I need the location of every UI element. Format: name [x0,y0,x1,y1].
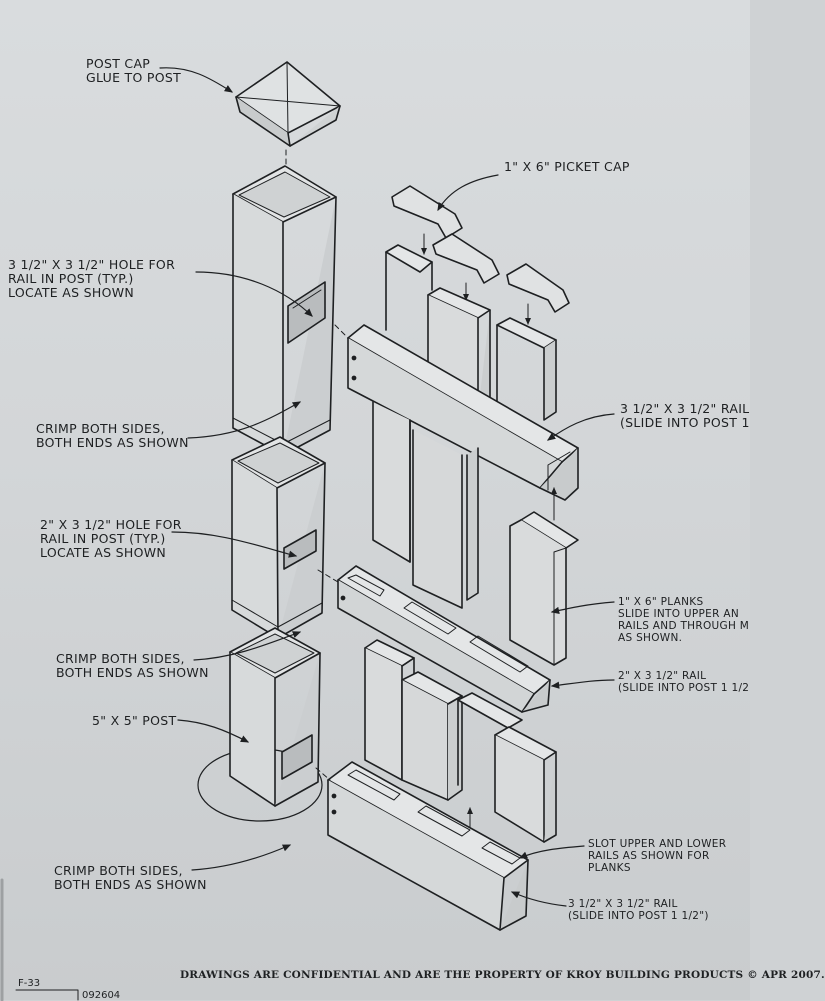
rail-lower [327,761,529,931]
planks-lower [364,639,557,843]
label-line: 3 1/2" X 3 1/2" RAIL [568,898,678,910]
post-section-middle [231,436,326,639]
label-line: RAIL IN POST (TYP.) [40,531,166,546]
label-picket-cap: 1" X 6" PICKET CAP [504,160,630,174]
picket-caps [391,185,570,313]
confidential-notice: DRAWINGS ARE CONFIDENTIAL AND ARE THE PR… [180,969,825,981]
label-line: LOCATE AS SHOWN [40,545,167,560]
label-line: BOTH ENDS AS SHOWN [56,665,209,680]
label-line: (SLIDE INTO POST 1 1/2") [568,910,709,922]
label-line: LOCATE AS SHOWN [8,285,135,300]
label-post: 5" X 5" POST [92,714,176,728]
label-line: GLUE TO POST [86,70,182,85]
label-hole-middle: 2" X 3 1/2" HOLE FOR RAIL IN POST (TYP.)… [40,518,182,560]
label-line: SLOT UPPER AND LOWER [588,838,727,850]
label-planks: 1" X 6" PLANKS SLIDE INTO UPPER AN RAILS… [618,596,749,644]
label-rail-middle: 2" X 3 1/2" RAIL (SLIDE INTO POST 1 1/2 [618,670,749,694]
label-line: AS SHOWN. [618,632,683,644]
page-code: F-33 [18,978,41,989]
label-line: CRIMP BOTH SIDES, [36,421,165,436]
label-line: SLIDE INTO UPPER AN [618,608,739,620]
fence-assembly-drawing [0,61,615,1001]
label-line: 1" X 6" PICKET CAP [504,159,630,174]
label-line: 5" X 5" POST [92,713,177,728]
post-cap [235,61,341,147]
label-line: RAIL IN POST (TYP.) [8,271,134,286]
label-line: 2" X 3 1/2" HOLE FOR [40,517,182,532]
label-rail-lower: 3 1/2" X 3 1/2" RAIL (SLIDE INTO POST 1 … [568,898,709,922]
plank-loose [509,511,579,666]
label-rail-upper: 3 1/2" X 3 1/2" RAIL (SLIDE INTO POST 1 [620,402,750,430]
label-post-cap: POST CAP GLUE TO POST [86,57,181,85]
planks-middle [372,401,479,609]
label-line: BOTH ENDS AS SHOWN [36,435,189,450]
label-line: 2" X 3 1/2" RAIL [618,670,707,682]
label-line: PLANKS [588,862,631,874]
rail-middle [337,565,551,713]
label-line: POST CAP [86,56,151,71]
drawing-number: 092604 [82,990,121,1001]
label-line: RAILS AS SHOWN FOR [588,850,710,862]
leader-lines [159,67,615,907]
rail-upper [347,324,579,501]
label-line: 3 1/2" X 3 1/2" HOLE FOR [8,257,176,272]
label-crimp-upper: CRIMP BOTH SIDES, BOTH ENDS AS SHOWN [36,422,189,450]
label-line: (SLIDE INTO POST 1 [620,415,750,430]
label-slot-note: SLOT UPPER AND LOWER RAILS AS SHOWN FOR … [588,838,726,874]
label-line: CRIMP BOTH SIDES, [54,863,183,878]
post-section-top [232,165,337,456]
label-line: RAILS AND THROUGH M [618,620,750,632]
label-line: BOTH ENDS AS SHOWN [54,877,207,892]
post-section-bottom [197,627,323,822]
label-hole-upper: 3 1/2" X 3 1/2" HOLE FOR RAIL IN POST (T… [8,258,175,300]
label-line: 3 1/2" X 3 1/2" RAIL [620,401,750,416]
label-line: CRIMP BOTH SIDES, [56,651,185,666]
label-line: (SLIDE INTO POST 1 1/2 [618,682,750,694]
label-line: 1" X 6" PLANKS [618,596,704,608]
label-crimp-lower: CRIMP BOTH SIDES, BOTH ENDS AS SHOWN [54,864,207,892]
label-crimp-middle: CRIMP BOTH SIDES, BOTH ENDS AS SHOWN [56,652,209,680]
